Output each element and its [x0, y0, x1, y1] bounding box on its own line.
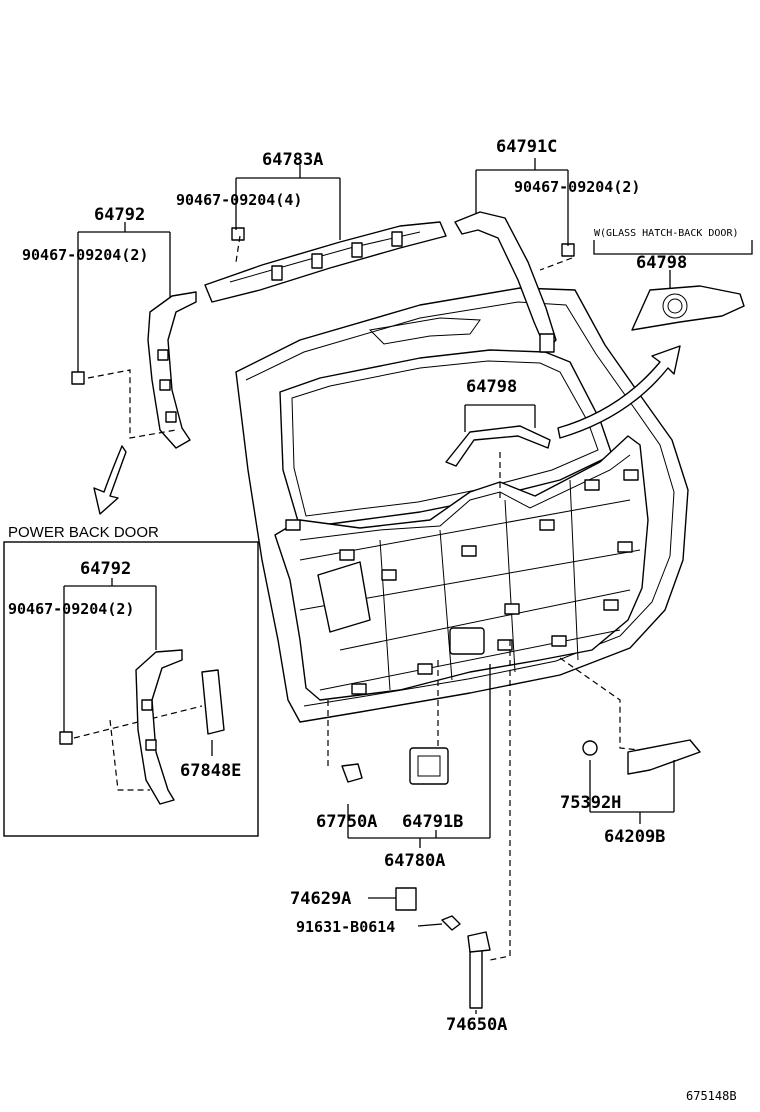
label-64783A: 64783A [262, 150, 323, 170]
upper-garnish-64783A [204, 221, 447, 303]
clip-74629A [395, 887, 417, 911]
switch-67750A [341, 763, 363, 783]
part-labels: 64783A 90467-09204(4) 64791C 90467-09204… [8, 137, 739, 1103]
label-67750A: 67750A [316, 812, 377, 832]
label-90467-4: 90467-09204(4) [176, 191, 302, 209]
label-64209B: 64209B [604, 827, 665, 847]
left-pillar-garnish-64792 [147, 291, 197, 449]
label-90467-2-right: 90467-09204(2) [514, 178, 640, 196]
label-64792-inset: 64792 [80, 559, 131, 579]
label-64780A: 64780A [384, 851, 445, 871]
direction-arrows [93, 345, 681, 515]
label-74650A: 74650A [446, 1015, 507, 1035]
screw-91631 [441, 915, 461, 931]
center-garnish-64798 [445, 425, 551, 467]
label-64791B: 64791B [402, 812, 463, 832]
glass-hatch-garnish-64798 [631, 285, 745, 331]
leader-lines [63, 158, 753, 1014]
label-64798: 64798 [466, 377, 517, 397]
label-64792: 64792 [94, 205, 145, 225]
power-back-door-inset: POWER BACK DOOR [3, 524, 259, 837]
label-91631: 91631-B0614 [296, 918, 395, 936]
label-90467-2-left: 90467-09204(2) [22, 246, 148, 264]
clips-90467 [59, 227, 575, 745]
figure-code: 675148B [686, 1089, 737, 1103]
handle-64791B [409, 747, 449, 785]
inner-trim-panel [274, 435, 649, 701]
label-64798-glass: 64798 [636, 253, 687, 273]
label-90467-inset: 90467-09204(2) [8, 600, 134, 618]
stay-74650A [467, 931, 491, 1009]
label-64791C: 64791C [496, 137, 557, 157]
hinge-bracket-64209B [582, 739, 701, 775]
label-75392H: 75392H [560, 793, 621, 813]
right-pillar-garnish-64791C [454, 211, 557, 353]
inset-title: POWER BACK DOOR [8, 524, 159, 541]
label-74629A: 74629A [290, 889, 351, 909]
label-67848E: 67848E [180, 761, 241, 781]
glass-hatch-note: W(GLASS HATCH-BACK DOOR) [594, 228, 739, 239]
